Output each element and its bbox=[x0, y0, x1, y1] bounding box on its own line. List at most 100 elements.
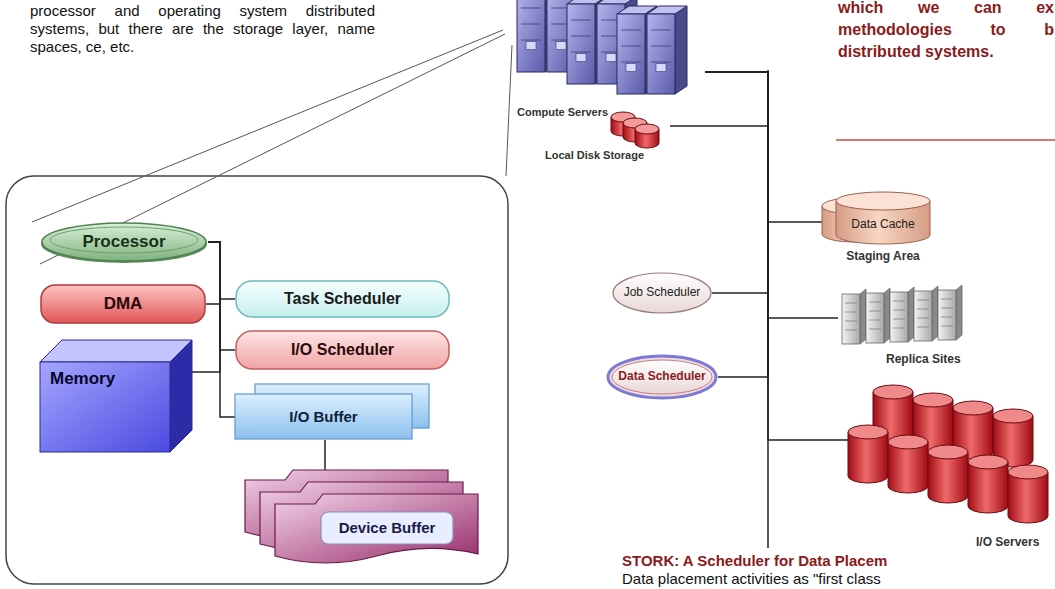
server-slot bbox=[845, 321, 857, 322]
scheduler-ellipse bbox=[613, 273, 711, 313]
cabinet-panel bbox=[626, 64, 636, 72]
node-graphic bbox=[40, 340, 192, 452]
server-slot bbox=[941, 308, 953, 309]
node-label: Processor bbox=[40, 220, 208, 264]
data-scheduler-node: Data Scheduler bbox=[606, 354, 718, 400]
node-label: Compute Servers bbox=[517, 104, 637, 120]
disk-icon bbox=[1008, 465, 1048, 479]
bus-connector bbox=[705, 72, 838, 318]
node-label: Data Scheduler bbox=[606, 354, 718, 400]
cabinet-detail bbox=[571, 36, 591, 37]
cabinet-detail bbox=[571, 52, 591, 53]
server-slot bbox=[845, 330, 857, 331]
node-graphic bbox=[517, 0, 687, 94]
disk-icon bbox=[635, 124, 659, 134]
node-graphic bbox=[41, 285, 205, 323]
memory-node: Memory bbox=[40, 340, 192, 452]
server-slot bbox=[893, 319, 905, 320]
zoom-leader-line bbox=[40, 34, 505, 264]
server-slot bbox=[941, 326, 953, 327]
device-buffer-sheet bbox=[275, 494, 478, 563]
cabinet-detail bbox=[621, 30, 641, 31]
bus-connector bbox=[705, 72, 848, 440]
replica-server bbox=[842, 294, 860, 344]
node-label: Local Disk Storage bbox=[545, 148, 670, 163]
node-shape bbox=[40, 340, 192, 452]
local-disk-node: Local Disk Storage bbox=[545, 112, 670, 164]
node-label: I/O Buffer bbox=[235, 394, 412, 440]
dma-box bbox=[41, 285, 205, 323]
node-label: Task Scheduler bbox=[235, 280, 450, 318]
cabinet-panel bbox=[606, 54, 616, 62]
node-graphic bbox=[236, 331, 449, 369]
bus-connector bbox=[206, 242, 220, 304]
node-graphic bbox=[611, 112, 659, 148]
node-label: Job Scheduler bbox=[612, 272, 712, 314]
zoom-leader-line bbox=[32, 30, 503, 222]
dma-node: DMA bbox=[40, 284, 206, 324]
disk-icon bbox=[888, 442, 928, 493]
replica-server bbox=[908, 287, 914, 342]
node-graphic bbox=[848, 385, 1048, 523]
job-scheduler-node: Job Scheduler bbox=[612, 272, 712, 314]
device-buffer-node: Device Buffer bbox=[245, 470, 480, 566]
replica-server bbox=[890, 292, 908, 342]
replica-server bbox=[866, 293, 884, 343]
server-slot bbox=[869, 302, 881, 303]
body-text: Data placement activities as "first clas… bbox=[622, 570, 881, 588]
node-shape bbox=[245, 470, 480, 566]
device-buffer-label-box bbox=[321, 512, 453, 544]
disk-icon bbox=[913, 393, 953, 407]
server-slot bbox=[917, 318, 929, 319]
cabinet-detail bbox=[521, 40, 541, 41]
disk-icon bbox=[1008, 472, 1048, 523]
system-outline bbox=[6, 176, 508, 584]
cabinet-panel bbox=[526, 42, 536, 50]
processor-node: Processor bbox=[40, 220, 208, 264]
bus-connector bbox=[208, 242, 235, 350]
node-graphic bbox=[245, 470, 478, 563]
server-slot bbox=[869, 311, 881, 312]
divider-rule bbox=[836, 139, 1055, 141]
node-label: Replica Sites bbox=[886, 352, 968, 368]
disk-icon bbox=[848, 432, 888, 483]
disk-icon bbox=[873, 385, 913, 399]
replica-sites-node: Replica Sites bbox=[838, 288, 968, 372]
compute-servers-node: Compute Servers bbox=[495, 0, 705, 126]
zoom-leader-line bbox=[506, 45, 512, 176]
node-graphic bbox=[822, 192, 930, 244]
cabinet-detail bbox=[521, 24, 541, 25]
cabinet-detail bbox=[621, 46, 641, 47]
cabinet-panel bbox=[656, 64, 666, 72]
memory-cube bbox=[40, 362, 170, 452]
replica-server bbox=[932, 286, 938, 341]
disk-icon bbox=[888, 435, 928, 449]
scheduler-box bbox=[236, 281, 449, 317]
cabinet-panel bbox=[556, 42, 566, 50]
cabinet-detail bbox=[651, 62, 671, 63]
cabinet-detail bbox=[621, 62, 641, 63]
memory-cube bbox=[40, 340, 192, 362]
server-slot bbox=[893, 310, 905, 311]
io-scheduler-node: I/O Scheduler bbox=[235, 330, 450, 370]
scheduler-box bbox=[236, 331, 449, 369]
node-graphic bbox=[613, 273, 711, 313]
server-slot bbox=[893, 328, 905, 329]
node-caption: Staging Area bbox=[836, 249, 930, 265]
server-cabinet bbox=[517, 0, 545, 72]
server-slot bbox=[941, 299, 953, 300]
disk-icon bbox=[953, 401, 993, 415]
node-label: I/O Servers bbox=[976, 535, 1048, 551]
server-cabinet bbox=[647, 14, 675, 94]
disk-icon bbox=[993, 409, 1033, 423]
server-slot bbox=[869, 320, 881, 321]
node-label: Device Buffer bbox=[321, 512, 453, 544]
buffer-sheet bbox=[235, 394, 412, 439]
bus-connector bbox=[324, 440, 326, 470]
node-graphic bbox=[236, 281, 449, 317]
disk-icon bbox=[928, 452, 968, 503]
node-label: Data Cache bbox=[836, 210, 930, 240]
replica-server bbox=[914, 291, 932, 341]
